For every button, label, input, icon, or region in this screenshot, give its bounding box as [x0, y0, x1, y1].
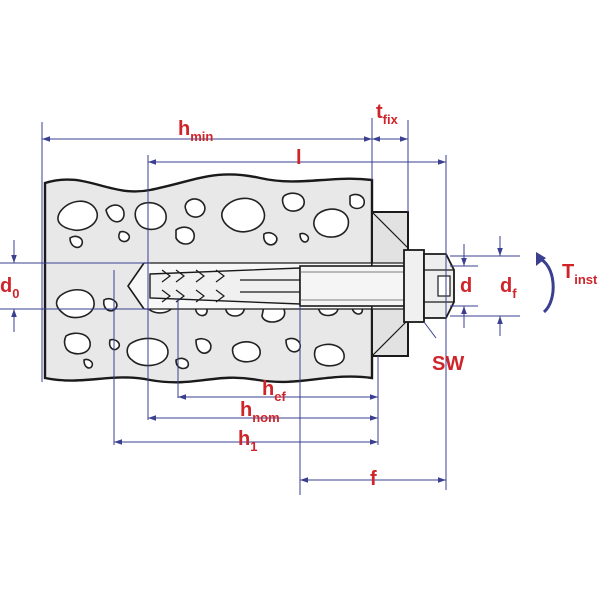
labels: hmin tfix l d0 d df Tinst SW hef hnom h1…	[0, 101, 598, 490]
label-t-fix: tfix	[376, 101, 399, 127]
label-f: f	[370, 468, 377, 490]
label-h-ef: hef	[262, 378, 286, 404]
label-d0: d0	[0, 275, 19, 301]
label-h-nom: hnom	[240, 399, 280, 425]
torque-arrow-icon	[536, 252, 555, 314]
anchor-bolt	[149, 249, 455, 323]
dimension-lines	[0, 118, 520, 495]
label-h1: h1	[238, 428, 257, 454]
label-l: l	[296, 147, 302, 169]
label-sw: SW	[432, 353, 464, 375]
label-t-inst: Tinst	[562, 261, 598, 287]
label-df: df	[500, 275, 517, 301]
aggregate-pebbles	[55, 192, 366, 370]
label-h-min: hmin	[178, 118, 213, 144]
label-d: d	[460, 275, 472, 297]
